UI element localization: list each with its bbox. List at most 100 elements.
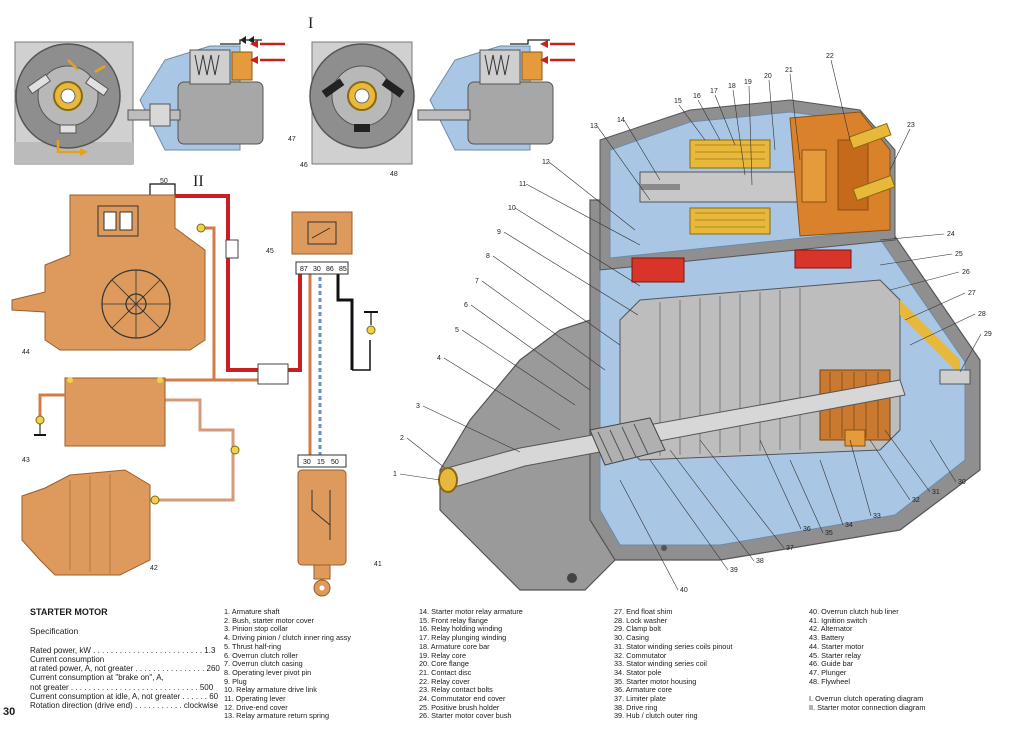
relay-holding-winding	[689, 139, 771, 169]
section-label-i: I	[308, 15, 313, 32]
ignition-switch-schematic	[297, 454, 347, 597]
callout-16: 16	[693, 93, 701, 100]
callout-22: 22	[826, 53, 834, 60]
relay-pin-85: 85	[339, 266, 347, 273]
legend-item: 8. Operating lever pivot pin	[224, 667, 312, 677]
callout-34: 34	[845, 522, 853, 529]
callout-26: 26	[962, 269, 970, 276]
relay-pin-87: 87	[300, 266, 308, 273]
relay-pin-30: 30	[313, 266, 321, 273]
callout-38: 38	[756, 558, 764, 565]
callout-24: 24	[947, 231, 955, 238]
switch-pin-15: 15	[317, 459, 325, 466]
spec-line: at rated power, A, not greater . . . . .…	[30, 664, 220, 674]
callout-14: 14	[617, 117, 625, 124]
legend-item: 37. Limiter plate	[614, 694, 666, 704]
legend-item: 5. Thrust half-ring	[224, 641, 282, 651]
callout-21: 21	[785, 67, 793, 74]
callout-41: 41	[374, 561, 382, 568]
legend-item: 22. Relay cover	[419, 676, 470, 686]
callout-23: 23	[907, 122, 915, 129]
starter-relay-schematic	[291, 211, 353, 275]
legend-item: 2. Bush, starter motor cover	[224, 615, 315, 625]
legend-item: 40. Overrun clutch hub liner	[809, 607, 899, 616]
driving-pinion	[589, 417, 666, 466]
callout-15: 15	[674, 98, 682, 105]
legend-item: 48. Flywheel	[809, 676, 850, 686]
callout-5: 5	[455, 327, 459, 334]
callout-20: 20	[764, 73, 772, 80]
legend-item: 6. Overrun clutch roller	[224, 650, 298, 660]
legend-item: 43. Battery	[809, 633, 845, 643]
legend-item: 36. Armature core	[614, 685, 672, 695]
legend-item: 9. Plug	[224, 676, 247, 686]
starter-motor-schematic	[11, 194, 206, 351]
relay-pin-86: 86	[326, 266, 334, 273]
legend-item: 28. Lock washer	[614, 615, 668, 625]
callout-32: 32	[912, 497, 920, 504]
page-number: 30	[3, 706, 16, 718]
legend-item: 47. Plunger	[809, 667, 847, 677]
starter-side-view-1	[127, 36, 285, 151]
battery-schematic	[34, 377, 166, 447]
clutch-section-view-1	[14, 41, 134, 165]
legend-item: 31. Stator winding series coils pinout	[614, 641, 733, 651]
callout-11: 11	[519, 181, 526, 188]
legend-item: 12. Drive-end cover	[224, 702, 288, 712]
callout-13: 13	[590, 123, 598, 130]
legend-item: 33. Stator winding series coil	[614, 659, 707, 669]
callout-7: 7	[475, 278, 479, 285]
legend-item: 38. Drive ring	[614, 702, 658, 712]
legend-item: 32. Commutator	[614, 650, 667, 660]
legend-item: 21. Contact disc	[419, 667, 472, 677]
callout-9: 9	[497, 229, 501, 236]
legend-item: 34. Stator pole	[614, 667, 662, 677]
callout-35: 35	[825, 530, 833, 537]
callout-46: 46	[300, 162, 308, 169]
starter-side-view-2	[417, 39, 575, 151]
wire-alternator	[155, 398, 235, 502]
legend-item: 1. Armature shaft	[224, 607, 280, 616]
wire-start-signal	[200, 226, 270, 382]
starter-cutaway-illustration	[438, 99, 981, 591]
callout-39: 39	[730, 567, 738, 574]
legend-item: 7. Overrun clutch casing	[224, 659, 303, 669]
legend-item: 23. Relay contact bolts	[419, 685, 493, 695]
spec-line: Rotation direction (drive end) . . . . .…	[30, 701, 219, 711]
connection-diagram-group: 87 30 86 85 30 15 50	[11, 183, 378, 597]
spec-line: Rated power, kW . . . . . . . . . . . . …	[30, 645, 216, 655]
callout-48: 48	[390, 171, 398, 178]
callout-18: 18	[728, 83, 736, 90]
legend-item: 4. Driving pinion / clutch inner ring as…	[224, 633, 351, 643]
callout-37: 37	[786, 545, 794, 552]
legend-item: 18. Armature core bar	[419, 641, 490, 651]
callout-28: 28	[978, 311, 986, 318]
spec-line: not greater . . . . . . . . . . . . . . …	[30, 682, 214, 692]
legend-item: 16. Relay holding winding	[419, 624, 503, 634]
callout-42: 42	[150, 565, 158, 572]
legend-item: 35. Starter motor housing	[614, 676, 697, 686]
switch-pin-30: 30	[303, 459, 311, 466]
legend-item: 30. Casing	[614, 633, 649, 643]
legend-item: 15. Front relay flange	[419, 615, 488, 625]
callout-50: 50	[160, 178, 168, 185]
spec-heading: STARTER MOTOR	[30, 607, 108, 617]
callout-2: 2	[400, 435, 404, 442]
callout-25: 25	[955, 251, 963, 258]
legend-item: 27. End float shim	[614, 607, 673, 616]
legend-item: 39. Hub / clutch outer ring	[614, 711, 698, 721]
alternator-schematic	[21, 469, 151, 576]
legend-item: 42. Alternator	[809, 624, 853, 634]
callout-33: 33	[873, 513, 881, 520]
callout-45: 45	[266, 248, 274, 255]
callout-1: 1	[393, 471, 397, 478]
clutch-diagram-group	[14, 36, 575, 165]
spec-subheading: Specification	[30, 626, 79, 637]
callout-27: 27	[968, 290, 976, 297]
legend-item: 11. Operating lever	[224, 694, 286, 704]
legend-item: 41. Ignition switch	[809, 615, 868, 625]
callout-47: 47	[288, 136, 296, 143]
callout-labels: 1 2 3 4 5 6 7 8 9 10 11 12 13 14 15 16 1…	[22, 53, 992, 594]
